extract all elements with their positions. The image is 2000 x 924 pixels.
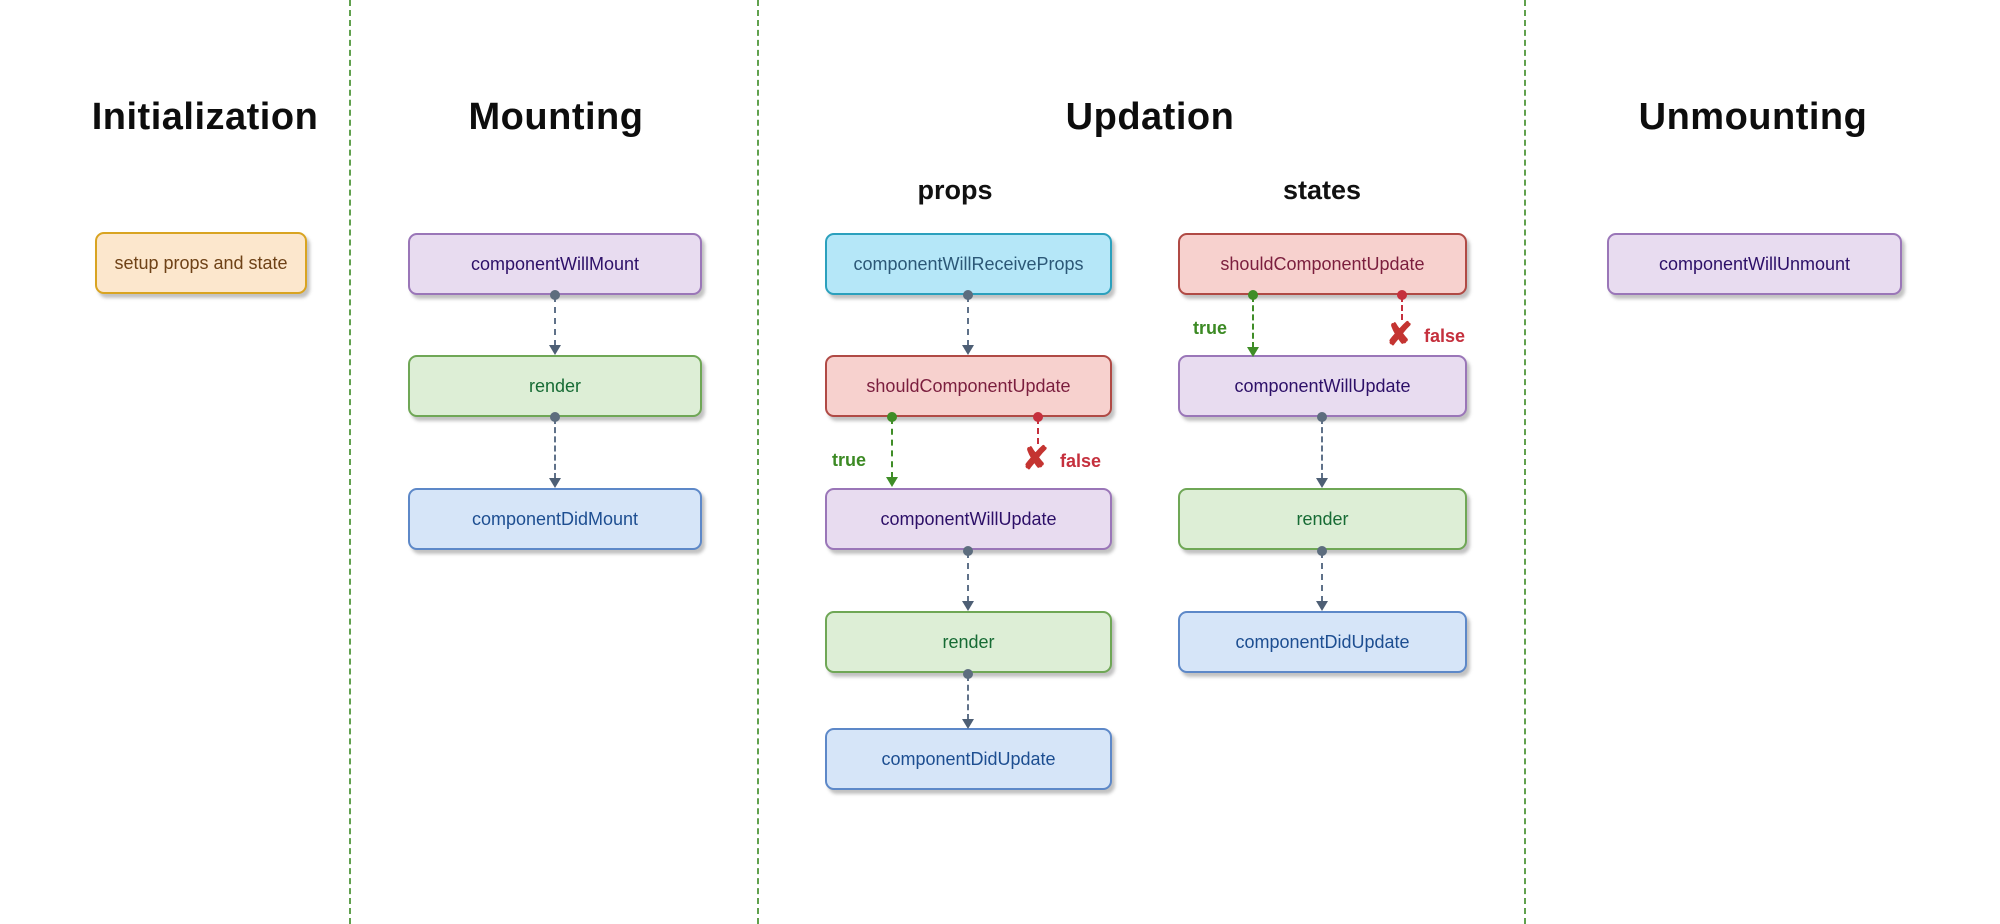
states-node-render: render [1178,488,1467,550]
arrow-origin-dot [1248,290,1258,300]
arrow-origin-dot [963,290,973,300]
arrow-origin-dot [963,669,973,679]
props-node-component-will-receive-props: componentWillReceiveProps [825,233,1112,295]
arrow-origin-dot [963,546,973,556]
states-node-component-did-update: componentDidUpdate [1178,611,1467,673]
arrow-origin-dot [1033,412,1043,422]
mounting-flow-arrow-1 [549,290,561,355]
column-label-props: props [917,175,993,205]
section-title-initialization: Initialization [91,96,319,138]
props-reject-x-icon: ✘ [1022,440,1049,476]
arrow-head-icon [1316,601,1328,611]
arrow-origin-dot [1397,290,1407,300]
props-node-should-component-update: shouldComponentUpdate [825,355,1112,417]
section-title-updation: Updation [1065,96,1235,138]
section-title-mounting: Mounting [468,96,644,138]
arrow-head-icon [1316,478,1328,488]
props-flow-arrow-3 [962,669,974,729]
states-reject-x-icon: ✘ [1386,316,1413,352]
arrow-head-icon [886,477,898,487]
props-node-component-will-update: componentWillUpdate [825,488,1112,550]
column-label-states: states [1282,175,1362,205]
section-title-unmounting: Unmounting [1638,96,1868,138]
unmounting-node-component-will-unmount: componentWillUnmount [1607,233,1902,295]
divider-mounting-updation [757,0,759,924]
states-true-branch-arrow [1247,290,1259,357]
arrow-origin-dot [550,290,560,300]
states-true-label: true [1192,318,1227,338]
states-node-component-will-update: componentWillUpdate [1178,355,1467,417]
mounting-node-render: render [408,355,702,417]
arrow-origin-dot [1317,546,1327,556]
arrow-head-icon [962,345,974,355]
props-flow-arrow-1 [962,290,974,355]
arrow-head-icon [1247,347,1259,357]
props-node-render: render [825,611,1112,673]
props-node-component-did-update: componentDidUpdate [825,728,1112,790]
props-true-branch-arrow [886,412,898,487]
states-false-branch-arrow [1397,290,1407,320]
props-false-branch-arrow [1033,412,1043,444]
divider-initialization-mounting [349,0,351,924]
props-true-label: true [831,450,866,470]
divider-updation-unmounting [1524,0,1526,924]
arrow-origin-dot [1317,412,1327,422]
mounting-node-component-did-mount: componentDidMount [408,488,702,550]
arrow-head-icon [962,719,974,729]
arrow-origin-dot [550,412,560,422]
arrow-origin-dot [887,412,897,422]
props-flow-arrow-2 [962,546,974,611]
states-flow-arrow-1 [1316,412,1328,488]
arrow-head-icon [549,345,561,355]
node-setup-props-and-state: setup props and state [95,232,307,294]
arrow-head-icon [962,601,974,611]
props-false-label: false [1060,451,1102,471]
arrow-head-icon [549,478,561,488]
states-node-should-component-update: shouldComponentUpdate [1178,233,1467,295]
states-false-label: false [1424,326,1466,346]
mounting-flow-arrow-2 [549,412,561,488]
mounting-node-component-will-mount: componentWillMount [408,233,702,295]
states-flow-arrow-2 [1316,546,1328,611]
